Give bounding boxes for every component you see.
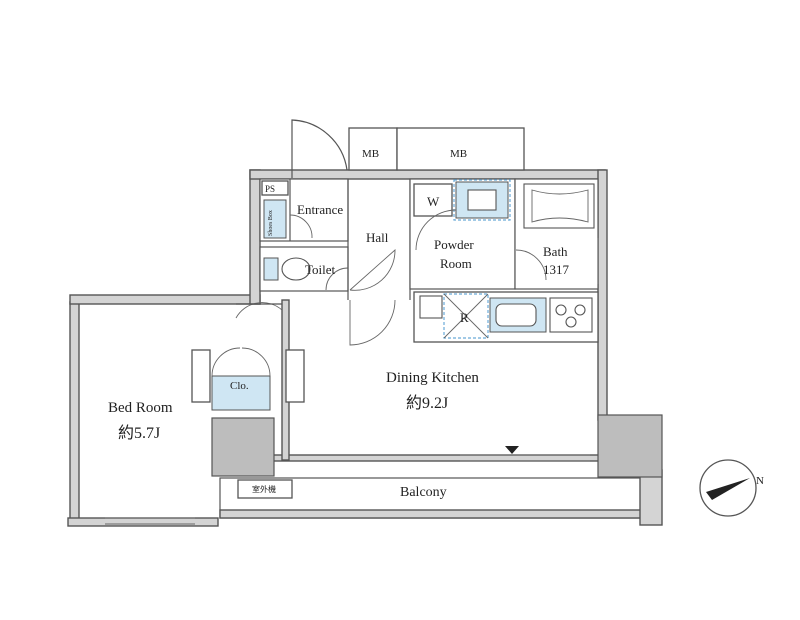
refrigerator-label: R (460, 310, 469, 325)
bed-room-area-label: 約5.7J (118, 424, 160, 442)
mb-small-label: MB (362, 148, 379, 160)
compass-north-label: N (756, 475, 764, 487)
hall-label: Hall (366, 230, 389, 245)
bathroom (514, 178, 599, 290)
bed-room-label: Bed Room (108, 400, 173, 416)
windows (105, 446, 590, 525)
outdoor-unit (237, 479, 293, 499)
closet (191, 347, 305, 411)
kitchen-counter (413, 291, 599, 343)
bath-size-label: 1317 (543, 262, 570, 277)
powder-room (409, 178, 516, 290)
toilet-label: Toilet (305, 262, 336, 277)
mb-large-label: MB (450, 148, 467, 160)
compass (699, 459, 757, 517)
entrance-door (291, 119, 348, 178)
dining-kitchen-label: Dining Kitchen (386, 370, 479, 386)
entrance-label: Entrance (297, 202, 343, 217)
washer-label: W (427, 194, 440, 209)
room-labels: MB MB PS Entrance Shoes Box Hall Toilet … (108, 148, 764, 500)
powder-room-label-line2: Room (440, 256, 472, 271)
balcony-label: Balcony (400, 485, 447, 500)
shoes-box-label: Shoes Box (268, 210, 274, 236)
toilet-room (259, 246, 349, 292)
outdoor-unit-label: 室外機 (252, 484, 276, 494)
dining-doors (235, 299, 396, 346)
closet-label: Clo. (230, 380, 249, 392)
columns (211, 414, 663, 478)
ps-label: PS (265, 184, 275, 194)
meter-box-area (348, 127, 525, 171)
powder-room-label-line1: Powder (434, 237, 474, 252)
dining-kitchen-area-label: 約9.2J (406, 394, 448, 412)
bath-label: Bath (543, 244, 568, 259)
entrance-area (259, 178, 349, 242)
